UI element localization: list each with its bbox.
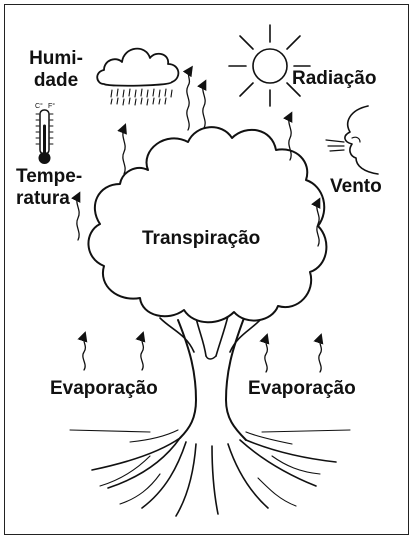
humidity-label-line1: Humi- xyxy=(29,48,83,69)
tree-icon xyxy=(69,126,351,517)
sun-icon xyxy=(228,24,311,107)
celsius-label: C° xyxy=(35,102,43,110)
wavy-arrow-icon xyxy=(71,65,324,373)
humidity-label: Humi- dade xyxy=(14,48,98,92)
evaporation-left-label: Evaporação xyxy=(50,378,158,399)
radiation-label: Radiação xyxy=(292,68,377,89)
evaporation-right-label: Evaporação xyxy=(248,378,356,399)
fahrenheit-label: F° xyxy=(48,102,55,110)
wind-face-icon xyxy=(325,105,379,175)
temperature-label-line1: Tempe- xyxy=(16,166,83,187)
transpiration-label: Transpiração xyxy=(142,228,261,249)
temperature-label: Tempe- ratura xyxy=(16,166,82,210)
temperature-label-line2: ratura xyxy=(16,188,70,209)
wind-label: Vento xyxy=(330,176,382,197)
cloud-rain-icon xyxy=(96,47,180,106)
thermometer-icon: C° F° xyxy=(35,102,55,164)
humidity-label-line2: dade xyxy=(33,70,79,91)
